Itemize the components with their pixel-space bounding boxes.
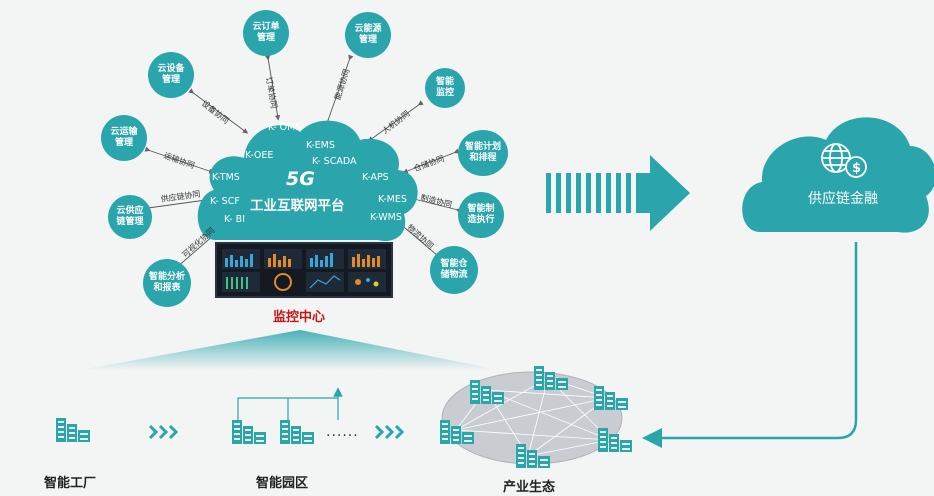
link-scm [144,197,209,212]
flow-arrow [546,155,690,231]
link-transport [144,146,215,174]
monitor-fan [80,330,500,370]
building-icon-eco-3 [594,386,628,410]
chevrons-2 [374,424,405,440]
satellite-device: 云设备管理 [148,52,194,98]
monitor-widgets [222,249,386,292]
building-icon-park-2 [280,420,314,444]
platform-5g-badge: 5G [286,168,315,190]
module-ems: K-EMS [306,140,335,151]
monitor-title: 监控中心 [273,310,326,325]
building-icon-eco-1 [470,380,504,404]
link-mes [407,196,462,214]
satellite-transport: 云运输管理 [101,115,147,161]
module-aps: K-APS [362,172,389,183]
link-wms [395,220,442,260]
link-order [264,54,281,121]
finance-cloud [742,117,934,233]
link-energy [324,54,354,129]
module-tms: K-TMS [212,172,240,183]
label-factory: 智能工厂 [44,476,97,491]
link-device [188,88,249,134]
link-monitor [367,100,424,142]
satellite-monitor: 智能监控 [425,68,465,108]
module-scada: K- SCADA [312,156,357,167]
building-icon-park-1 [232,420,266,444]
building-icon-factory [56,418,90,442]
link-aps [402,148,460,174]
globe-dollar-icon: $ [821,143,867,178]
building-icon-eco-2 [534,366,568,390]
module-bi: K- BI [224,214,245,225]
satellite-aps: 智能计划和排程 [458,130,508,176]
building-icon-eco-5 [516,444,550,468]
satellite-energy: 云能源管理 [345,12,391,58]
satellite-scm: 云供应链管理 [108,195,152,239]
return-line [642,242,858,448]
label-park: 智能园区 [256,476,309,491]
building-icon-eco-6 [598,428,632,452]
satellite-wms: 智能仓储物流 [430,246,478,294]
module-wms: K-WMS [370,212,402,223]
module-scf: K- SCF [210,196,240,207]
module-mes: K-MES [378,194,407,205]
module-oee: K-OEE [245,150,274,161]
module-oms: K- OMS [268,122,302,133]
satellite-order: 云订单管理 [243,10,289,56]
satellite-bi: 智能分析和报表 [143,259,191,307]
label-ecosystem: 产业生态 [503,480,556,495]
finance-label: 供应链金融 [808,191,878,207]
platform-cloud [197,120,418,241]
building-icon-eco-4 [440,420,474,444]
svg-text:$: $ [852,161,861,176]
park-ellipsis: ...... [326,424,359,440]
platform-title: 工业互联网平台 [250,198,345,214]
satellite-mes: 智能制造执行 [458,192,504,238]
chevrons-1 [148,424,179,440]
